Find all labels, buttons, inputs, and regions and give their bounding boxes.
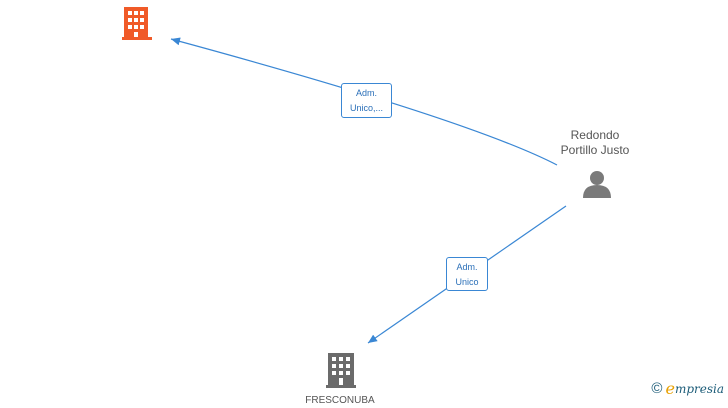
empresia-watermark: © e mpresia [651,379,724,398]
company-bottom-label: FRESCONUBA [305,395,375,406]
person-node-label: Redondo Portillo Justo [546,128,644,158]
brand-initial: e [665,379,675,398]
edge-label-line2: Unico [455,277,479,287]
person-name-line1: Redondo [570,128,620,142]
edge-label-role-bottom[interactable]: Adm. Unico [446,257,488,291]
edge-person-to-company-top [170,37,558,166]
person-icon[interactable] [583,171,611,198]
brand-name: mpresia [674,381,724,396]
edge-label-line1: Adm. [355,88,377,98]
building-icon[interactable] [326,353,356,388]
building-icon[interactable] [122,7,152,40]
person-name-line2: Portillo Justo [560,143,630,157]
edge-label-line2: Unico,... [349,103,383,113]
edge-label-role-top[interactable]: Adm. Unico,... [341,83,392,118]
edge-label-line1: Adm. [456,262,478,272]
copyright-symbol: © [651,380,663,397]
